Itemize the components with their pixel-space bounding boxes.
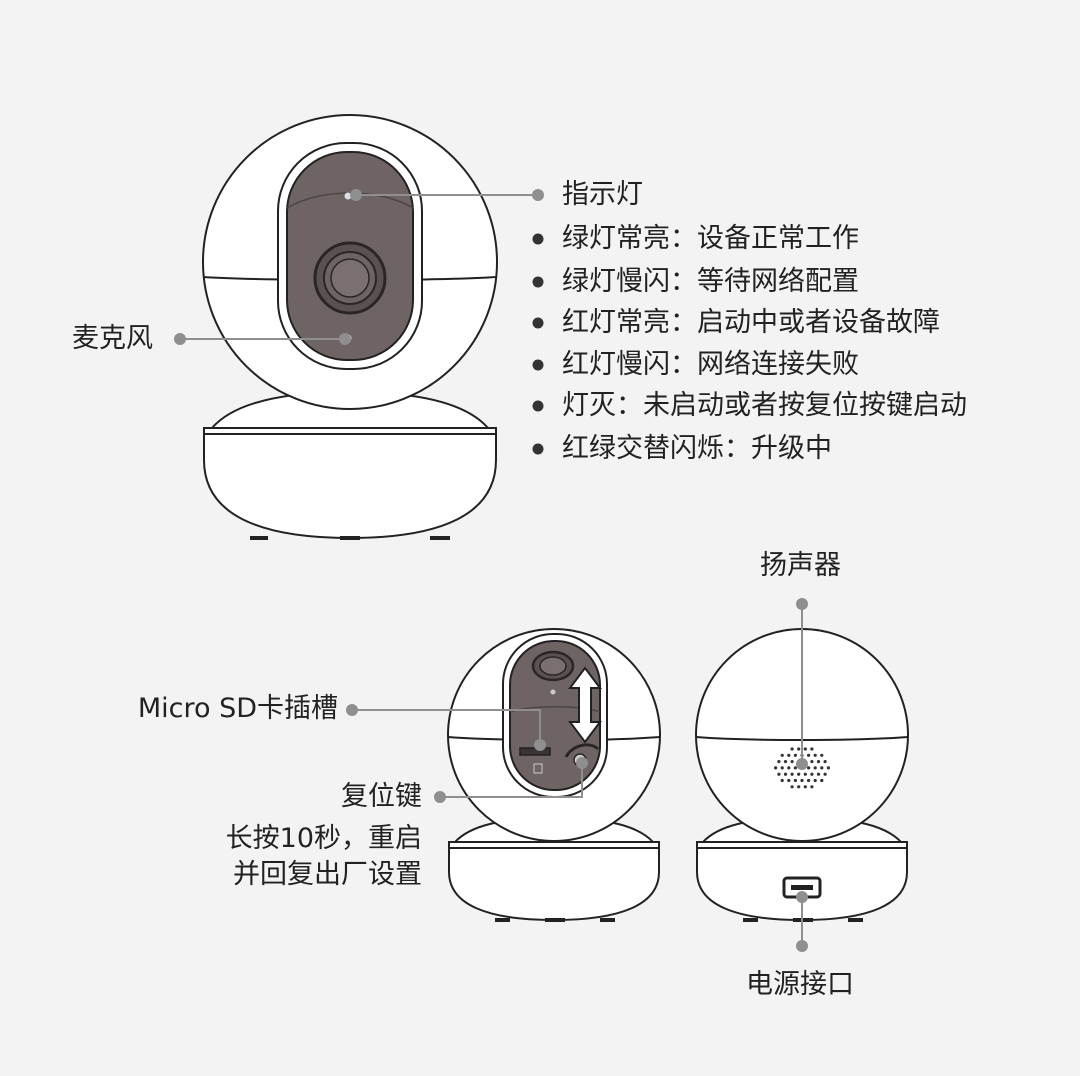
- microphone-callout: [174, 333, 351, 345]
- speaker-hole: [813, 778, 817, 783]
- speaker-hole: [780, 778, 784, 783]
- speaker-hole: [787, 766, 791, 770]
- microphone-label: 麦克风: [72, 323, 153, 354]
- speaker-hole: [803, 747, 807, 751]
- speaker-hole: [780, 766, 784, 770]
- sd-slot-label: Micro SD卡插槽: [137, 693, 338, 724]
- speaker-hole: [810, 760, 814, 764]
- reset-callout: [434, 757, 588, 803]
- tilt-arrow: [568, 666, 602, 744]
- speaker-hole: [797, 772, 801, 776]
- speaker-hole: [783, 760, 788, 764]
- speaker-hole: [793, 766, 798, 770]
- speaker-hole: [820, 766, 824, 770]
- speaker-hole: [787, 778, 791, 783]
- speaker-hole: [790, 747, 794, 751]
- state-bullets: [532, 233, 544, 455]
- speaker-hole: [807, 766, 811, 770]
- indicator-state: 灯灭：未启动或者按复位按键启动: [562, 390, 967, 421]
- speaker-hole: [807, 753, 811, 757]
- power-callout: [796, 891, 808, 952]
- reset-label: 复位键: [341, 781, 422, 812]
- speaker-hole: [790, 760, 794, 764]
- speaker-grille: [774, 747, 831, 789]
- indicator-state: 红绿交替闪烁：升级中: [562, 433, 832, 464]
- speaker-hole: [810, 772, 814, 776]
- reset-note: 并回复出厂设置: [233, 859, 422, 890]
- indicator-state: 红灯慢闪：网络连接失败: [562, 349, 859, 380]
- speaker-hole: [813, 766, 817, 770]
- speaker-hole: [810, 747, 814, 751]
- indicator-state: 红灯常亮：启动中或者设备故障: [562, 307, 940, 338]
- speaker-hole: [780, 753, 784, 757]
- speaker-hole: [777, 772, 781, 776]
- indicator-dot: [344, 192, 352, 200]
- indicator-callout: [350, 189, 544, 201]
- speaker-label: 扬声器: [760, 550, 841, 581]
- speaker-hole: [807, 778, 811, 783]
- sd-slot-callout: [346, 704, 546, 751]
- speaker-hole: [790, 785, 794, 789]
- tilted-camera: [447, 628, 661, 922]
- speaker-hole: [774, 766, 778, 770]
- front-camera: [202, 114, 498, 540]
- speaker-hole: [797, 747, 801, 751]
- indicator-state: 绿灯常亮：设备正常工作: [562, 223, 859, 254]
- camera-base: [203, 427, 497, 540]
- speaker-hole: [826, 766, 831, 770]
- reset-note: 长按10秒，重启: [225, 823, 422, 854]
- speaker-hole: [777, 760, 781, 764]
- speaker-hole: [823, 760, 827, 764]
- speaker-hole: [800, 778, 804, 783]
- speaker-hole: [810, 785, 814, 789]
- speaker-hole: [813, 753, 817, 757]
- speaker-hole: [820, 778, 824, 783]
- power-label: 电源接口: [746, 969, 854, 1000]
- speaker-hole: [783, 772, 788, 776]
- sd-slot-icon: [519, 747, 551, 756]
- speaker-hole: [790, 772, 794, 776]
- speaker-hole: [793, 753, 798, 757]
- speaker-hole: [816, 772, 821, 776]
- speaker-hole: [823, 772, 827, 776]
- speaker-hole: [793, 778, 798, 783]
- speaker-hole: [816, 760, 821, 764]
- speaker-hole: [797, 785, 801, 789]
- speaker-hole: [787, 753, 791, 757]
- speaker-hole: [803, 785, 807, 789]
- speaker-hole: [820, 753, 824, 757]
- speaker-callout: [796, 598, 808, 770]
- speaker-hole: [803, 772, 807, 776]
- indicator-state: 绿灯慢闪：等待网络配置: [562, 266, 859, 297]
- indicator-title: 指示灯: [562, 179, 643, 210]
